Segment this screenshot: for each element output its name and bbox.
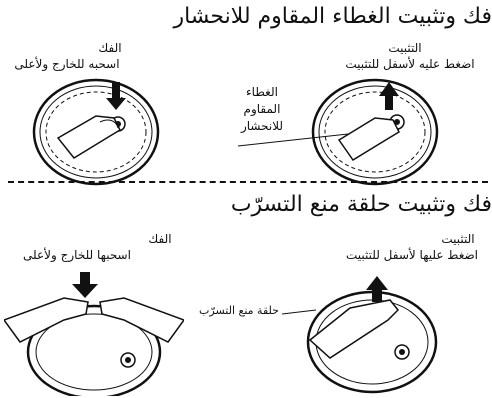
section1-remove-instruction: اسحبه للخارج ولأعلى xyxy=(14,57,120,71)
sealing-ring-label: حلقة منع التسرّب xyxy=(199,304,279,317)
anti-block-shield-label: الغطاء المقاوم للانحشار xyxy=(232,84,292,135)
arrow-down-icon xyxy=(72,272,98,298)
section2-install-illustration xyxy=(306,276,438,394)
shield-leader-line xyxy=(238,133,349,147)
section1-title: فك وتثبيت الغطاء المقاوم للانحشار xyxy=(173,4,492,29)
arrow-up-icon xyxy=(366,276,388,302)
section1-install-illustration xyxy=(311,78,439,186)
anti-block-shield-label-line1: الغطاء xyxy=(246,85,278,99)
section1-remove-illustration xyxy=(32,78,160,186)
anti-block-shield-label-line3: للانحشار xyxy=(240,119,284,133)
section1-remove-heading: الفك xyxy=(98,41,122,55)
section2-title: فك وتثبيت حلقة منع التسرّب xyxy=(230,192,492,217)
section2-remove-illustration xyxy=(4,272,184,396)
section1-install-instruction: اضغط عليه لأسفل للتثبيت xyxy=(345,57,475,71)
ring-leader-line xyxy=(282,309,317,315)
arrow-up-icon xyxy=(379,82,399,110)
section2-install-instruction: اضغط عليها لأسفل للتثبيت xyxy=(345,248,479,262)
section2-remove-instruction: اسحبها للخارج ولأعلى xyxy=(23,248,131,262)
section2-install-heading: التثبيت xyxy=(441,232,475,246)
arrow-down-icon xyxy=(106,82,126,110)
section2-remove-heading: الفك xyxy=(148,232,172,246)
section-divider xyxy=(8,181,488,183)
section1-install-heading: التثبيت xyxy=(388,41,422,55)
anti-block-shield-label-line2: المقاوم xyxy=(243,102,281,116)
